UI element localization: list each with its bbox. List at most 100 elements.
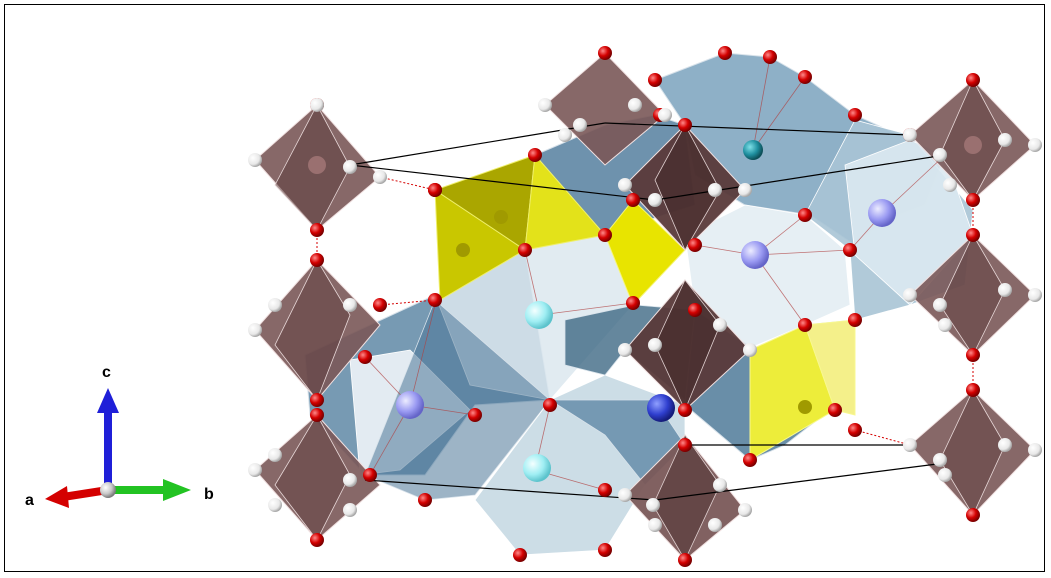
white-atom: [658, 108, 672, 122]
oxygen-atom: [966, 508, 980, 522]
white-atom: [248, 323, 262, 337]
white-atom: [343, 473, 357, 487]
white-atom: [373, 170, 387, 184]
oxygen-atom: [468, 408, 482, 422]
b-axis-label: b: [204, 486, 214, 503]
white-atom: [933, 148, 947, 162]
oxygen-atom: [798, 208, 812, 222]
oxygen-atom: [626, 193, 640, 207]
white-atom: [743, 343, 757, 357]
octahedral-cation: [964, 136, 982, 154]
white-atom: [938, 318, 952, 332]
oxygen-atom: [966, 73, 980, 87]
white-atom: [268, 298, 282, 312]
b-axis-arrowhead: [163, 479, 191, 501]
blue-cation: [647, 394, 675, 422]
oxygen-atom: [648, 73, 662, 87]
white-atom: [713, 318, 727, 332]
white-atom: [628, 98, 642, 112]
white-atom: [538, 98, 552, 112]
white-atom: [738, 183, 752, 197]
tetrahedra: [433, 153, 856, 461]
oxygen-atom: [543, 398, 557, 412]
white-atom: [310, 98, 324, 112]
white-atom: [648, 518, 662, 532]
axis-origin: [100, 482, 116, 498]
c-axis-arrowhead: [97, 388, 119, 413]
a-axis-arrowhead: [45, 486, 69, 508]
white-atom: [618, 488, 632, 502]
cyan-cation: [525, 301, 553, 329]
oxygen-atom: [966, 193, 980, 207]
oxygen-atom: [310, 533, 324, 547]
oxygen-atom: [848, 313, 862, 327]
oxygen-atom: [358, 350, 372, 364]
white-atom: [268, 448, 282, 462]
white-atom: [268, 498, 282, 512]
white-atoms: [248, 98, 1042, 532]
white-atom: [648, 338, 662, 352]
oxygen-atom: [598, 46, 612, 60]
oxygen-atom: [966, 383, 980, 397]
white-atom: [646, 498, 660, 512]
tetrahedral-cation: [798, 400, 812, 414]
white-atom: [1028, 288, 1042, 302]
crystal-structure-diagram[interactable]: c b a: [5, 5, 1045, 572]
white-atom: [933, 453, 947, 467]
lavender-cation: [741, 241, 769, 269]
oxygen-atom: [678, 553, 692, 567]
cyan-cation: [523, 454, 551, 482]
oxygen-atom: [598, 543, 612, 557]
oxygen-atom: [310, 393, 324, 407]
white-atom: [713, 478, 727, 492]
oxygen-atom: [718, 46, 732, 60]
white-atom: [558, 128, 572, 142]
white-atom: [343, 160, 357, 174]
white-atom: [708, 183, 722, 197]
oxygen-atom: [763, 50, 777, 64]
oxygen-atom: [310, 253, 324, 267]
white-atom: [1028, 138, 1042, 152]
a-axis-label: a: [25, 492, 34, 509]
white-atom: [943, 178, 957, 192]
white-atom: [573, 118, 587, 132]
white-atom: [903, 128, 917, 142]
white-atom: [343, 503, 357, 517]
white-atom: [1028, 443, 1042, 457]
white-atom: [343, 298, 357, 312]
oxygen-atom: [743, 453, 757, 467]
oxygen-atom: [373, 298, 387, 312]
white-atom: [618, 178, 632, 192]
oxygen-atom: [626, 296, 640, 310]
oxygen-atom: [518, 243, 532, 257]
lavender-cation: [868, 199, 896, 227]
oxygen-atom: [428, 183, 442, 197]
white-atom: [648, 193, 662, 207]
white-atom: [903, 438, 917, 452]
oxygen-atom: [966, 348, 980, 362]
white-atom: [248, 153, 262, 167]
structure-viewer[interactable]: c b a: [4, 4, 1045, 572]
oxygen-atom: [688, 303, 702, 317]
oxygen-atom: [843, 243, 857, 257]
oxygen-atom: [688, 238, 702, 252]
white-atom: [938, 468, 952, 482]
c-axis-label: c: [102, 364, 111, 381]
white-atom: [618, 343, 632, 357]
octahedral-cation: [308, 156, 326, 174]
white-atom: [998, 133, 1012, 147]
oxygen-atom: [798, 70, 812, 84]
tetrahedral-cation: [456, 243, 470, 257]
white-atom: [998, 283, 1012, 297]
oxygen-atom: [848, 108, 862, 122]
oxygen-atom: [310, 223, 324, 237]
oxygen-atom: [828, 403, 842, 417]
oxygen-atom: [363, 468, 377, 482]
lavender-cation: [396, 391, 424, 419]
oxygen-atom: [598, 228, 612, 242]
oxygen-atom: [678, 438, 692, 452]
white-atom: [903, 288, 917, 302]
white-atom: [248, 463, 262, 477]
oxygen-atom: [310, 408, 324, 422]
oxygen-atom: [513, 548, 527, 562]
